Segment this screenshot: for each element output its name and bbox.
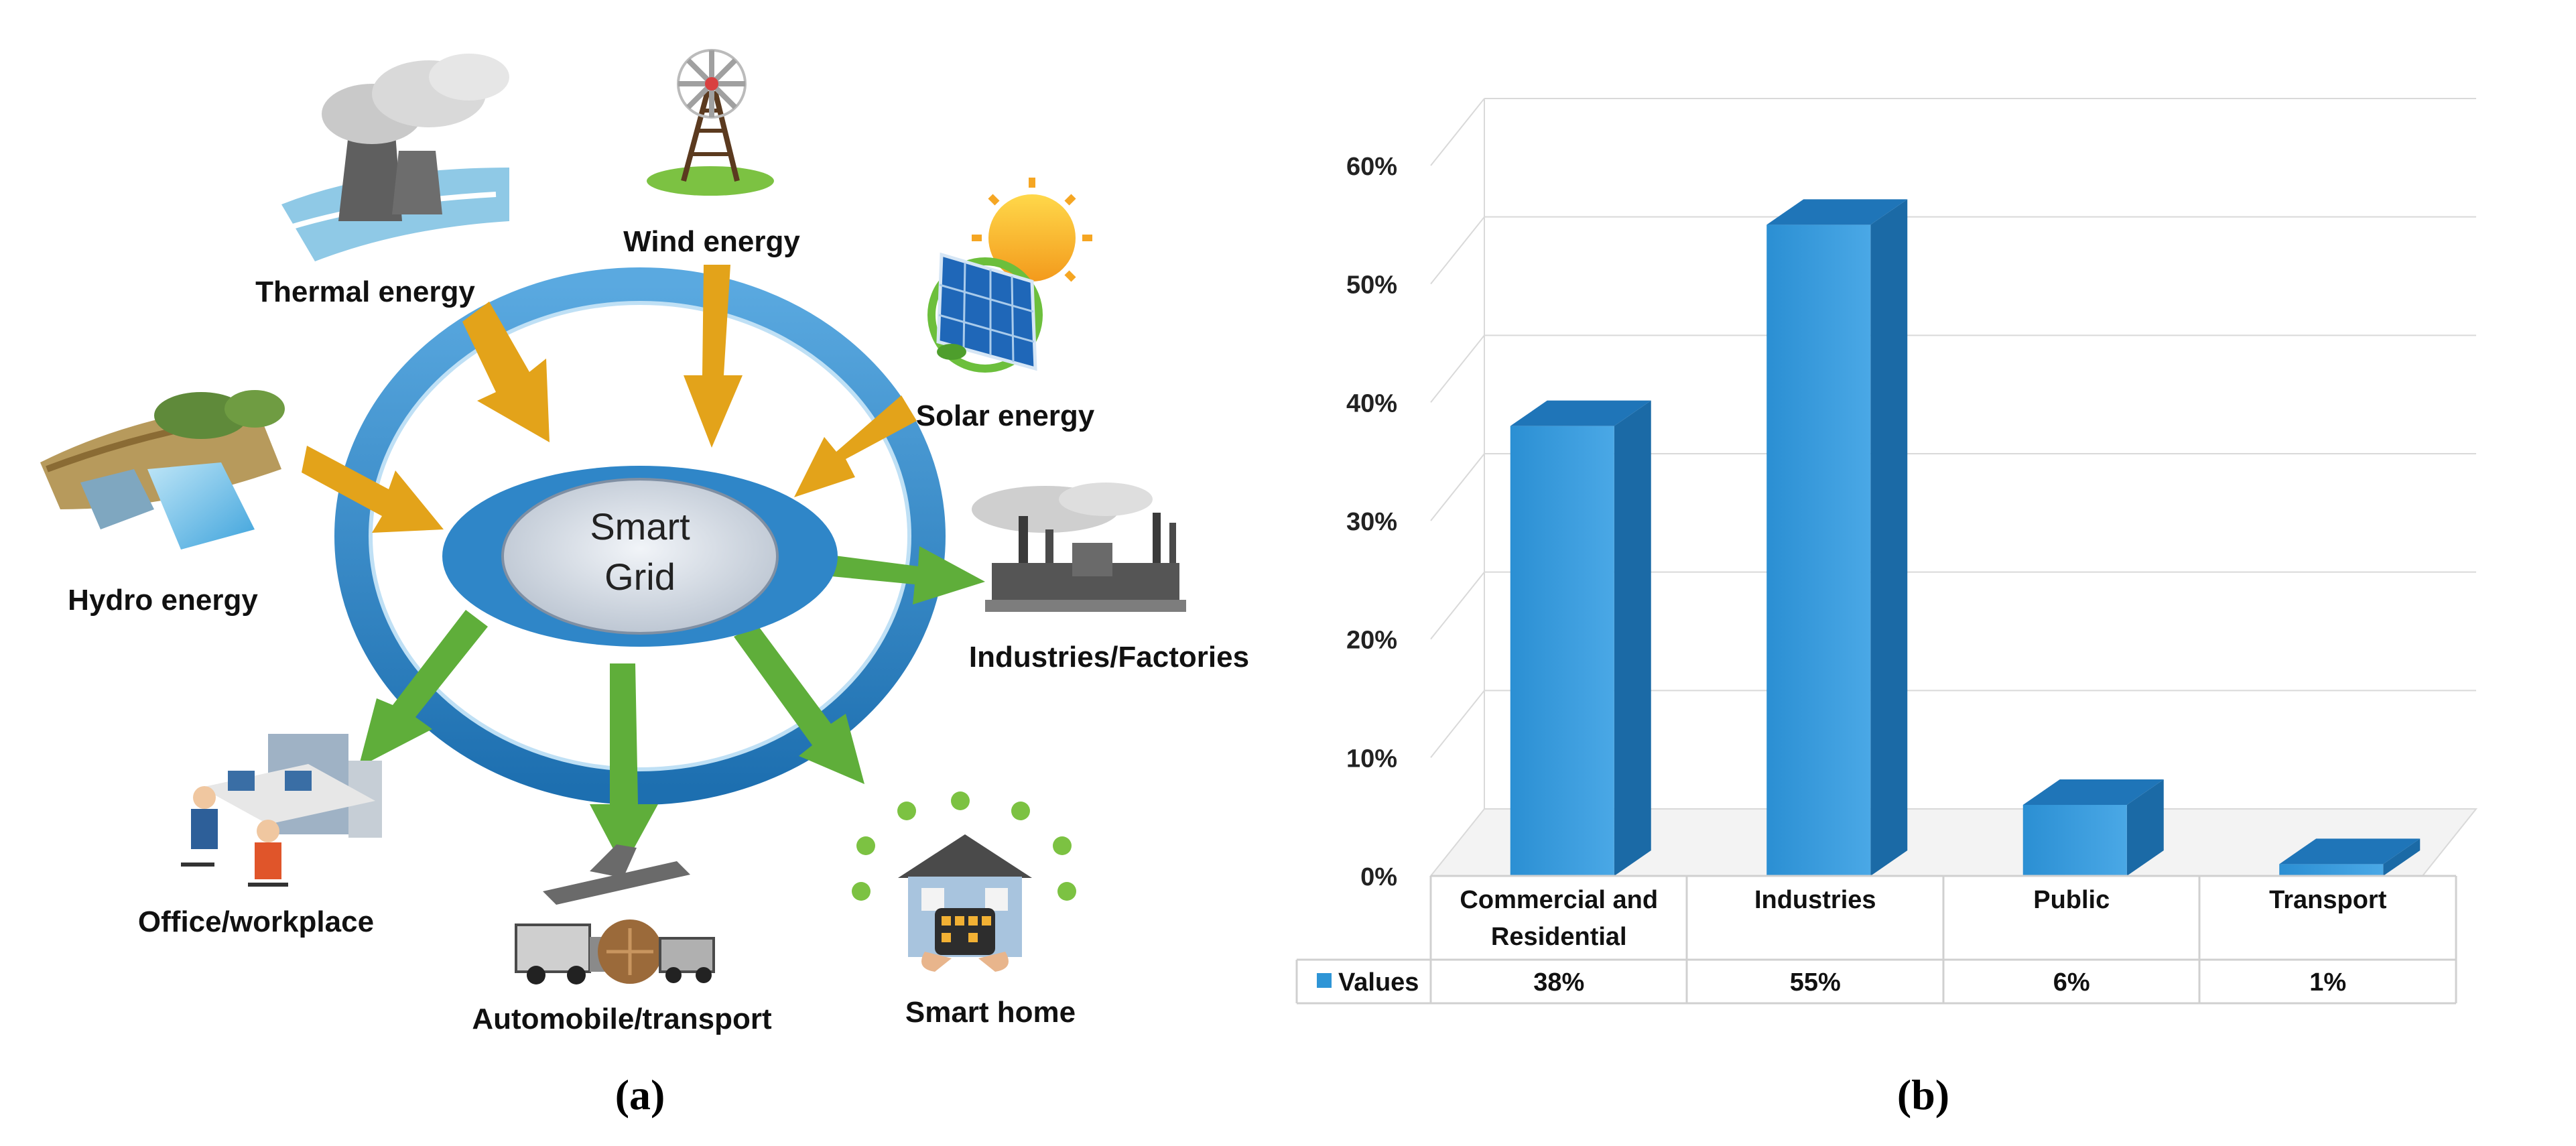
legend-swatch [1317, 973, 1332, 988]
data-table-value: 1% [2309, 968, 2346, 997]
arrow-transport [590, 663, 658, 868]
label-solar: Solar energy [916, 399, 1095, 432]
grid-ring [334, 267, 946, 805]
label-hydro: Hydro energy [68, 584, 258, 617]
transport-icon [515, 844, 715, 984]
bar-side [1870, 199, 1908, 876]
grid-ring-inner-highlight [369, 301, 911, 771]
center-label-line2: Grid [604, 556, 675, 598]
x-category-label: Residential [1491, 923, 1627, 951]
windmill-icon [647, 49, 774, 196]
bar [1510, 426, 1614, 876]
label-smarthome: Smart home [905, 996, 1076, 1029]
y-tick-label: 50% [1346, 271, 1397, 300]
y-tick-label: 10% [1346, 745, 1397, 773]
x-category-label: Industries [1754, 886, 1876, 914]
bar-top [1510, 400, 1651, 426]
solar-panel-icon [927, 178, 1092, 373]
y-tick-label: 20% [1346, 627, 1397, 655]
chart-data-table [1295, 875, 2457, 1005]
input-arrows [302, 265, 917, 533]
gridline-diagonal [1430, 690, 1485, 758]
gridline-diagonal [1430, 98, 1485, 166]
data-table-value: 6% [2053, 968, 2090, 997]
gridline-diagonal [1430, 453, 1485, 521]
smart-home-icon [852, 791, 1076, 972]
label-transport: Automobile/transport [472, 1003, 772, 1035]
x-category-label: Transport [2269, 886, 2387, 914]
bar [2022, 805, 2127, 876]
office-icon [181, 734, 382, 887]
smart-grid-center [501, 478, 779, 635]
arrow-smarthome [734, 625, 864, 784]
bar-top [2022, 779, 2164, 805]
x-category-label: Public [2033, 886, 2110, 914]
arrow-solar [794, 395, 917, 497]
bar-side [2383, 838, 2421, 876]
bar-chart: 0% 10% 20% 30% 40% 50% 60% Commercial andResid… [1295, 98, 2478, 1005]
label-industries: Industries/Factories [969, 641, 1249, 674]
arrow-hydro [302, 446, 444, 533]
y-tick-label: 60% [1346, 153, 1397, 181]
arrow-office [359, 610, 488, 767]
cooling-tower-icon [281, 54, 509, 261]
gridline-diagonal [1430, 334, 1485, 403]
label-wind: Wind energy [623, 225, 800, 258]
bar-side [1614, 400, 1651, 876]
panel-label-a: (a) [615, 1071, 665, 1119]
bar [2279, 864, 2384, 876]
panel-label-b: (b) [1897, 1071, 1949, 1119]
factory-icon [972, 483, 1186, 612]
smart-grid-diagram: Smart Grid Thermal energy Wind energy [40, 49, 1249, 1035]
bar-side [2126, 779, 2164, 876]
arrow-thermal [462, 302, 550, 442]
y-tick-label: 30% [1346, 508, 1397, 536]
bar [1766, 225, 1871, 876]
label-office: Office/workplace [138, 905, 374, 938]
data-table-value: 38% [1533, 968, 1584, 997]
arrow-industries [814, 546, 985, 604]
gridline-diagonal [1430, 572, 1485, 640]
y-tick-label: 40% [1346, 389, 1397, 418]
gridline-diagonal [1430, 216, 1485, 285]
output-arrows [359, 546, 985, 868]
data-table-value: 55% [1790, 968, 1841, 997]
x-category-label: Commercial and [1460, 886, 1658, 914]
center-label-line1: Smart [590, 505, 690, 548]
legend-series-name: Values [1338, 968, 1419, 997]
y-tick-label: 0% [1360, 863, 1397, 891]
dam-icon [40, 390, 285, 550]
bar-top [1766, 199, 1908, 225]
arrow-wind [684, 265, 743, 448]
label-thermal: Thermal energy [255, 275, 475, 308]
bar-top [2279, 838, 2421, 865]
